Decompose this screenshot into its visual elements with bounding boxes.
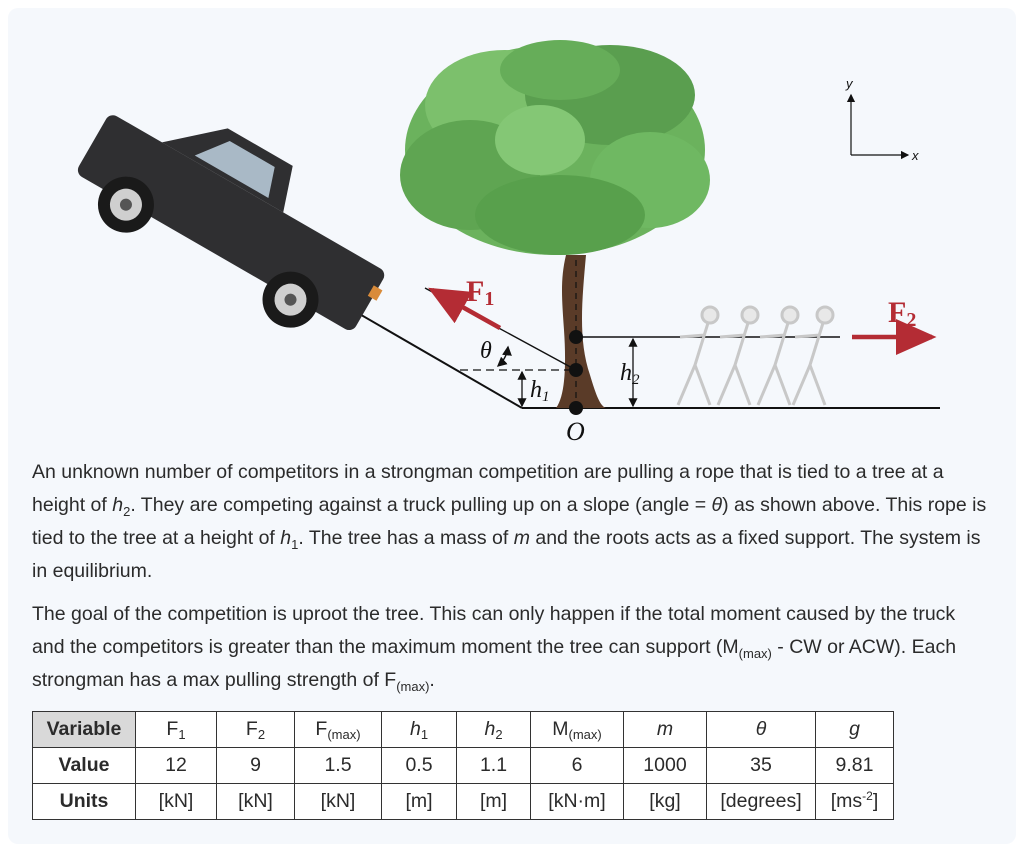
value-cell: 9.81 — [815, 747, 894, 784]
header-cell: h2 — [456, 711, 531, 748]
header-cell: F(max) — [294, 711, 382, 748]
row-label-value: Value — [32, 747, 136, 784]
row-label-units: Units — [32, 783, 136, 820]
value-cell: 0.5 — [381, 747, 457, 784]
header-cell: M(max) — [530, 711, 624, 748]
value-cell: 1.1 — [456, 747, 531, 784]
tree-foliage — [400, 40, 710, 255]
force1-label: F1 — [466, 275, 494, 310]
problem-paragraph-2: The goal of the competition is uproot th… — [32, 603, 957, 694]
tree-trunk — [556, 255, 606, 408]
table-header-row: Variable F1 F2 F(max) h1 h2 M(max) m θ g — [32, 711, 894, 748]
unit-cell: [kN·m] — [530, 783, 624, 820]
truck — [77, 115, 385, 331]
header-cell: h1 — [381, 711, 457, 748]
unit-cell: [kg] — [623, 783, 707, 820]
header-cell: θ — [706, 711, 816, 748]
competitors — [676, 305, 835, 406]
value-cell: 1.5 — [294, 747, 382, 784]
unit-cell: [m] — [381, 783, 457, 820]
variables-table: Variable F1 F2 F(max) h1 h2 M(max) m θ g… — [32, 711, 894, 820]
h2-label: h2 — [620, 360, 640, 388]
header-cell: g — [815, 711, 894, 748]
angle-label: θ — [480, 338, 492, 364]
table-value-row: Value 12 9 1.5 0.5 1.1 6 1000 35 9.81 — [32, 747, 894, 784]
force2-label: F2 — [888, 296, 916, 331]
angle-arc — [496, 345, 512, 367]
value-cell: 35 — [706, 747, 816, 784]
h1-label: h1 — [530, 377, 550, 405]
table-units-row: Units [kN] [kN] [kN] [m] [m] [kN·m] [kg]… — [32, 783, 894, 820]
value-cell: 6 — [530, 747, 624, 784]
header-cell: m — [623, 711, 707, 748]
unit-cell: [m] — [456, 783, 531, 820]
axis-y-label: y — [845, 76, 854, 91]
unit-cell: [kN] — [135, 783, 217, 820]
header-cell: F2 — [216, 711, 295, 748]
value-cell: 9 — [216, 747, 295, 784]
unit-cell: [degrees] — [706, 783, 816, 820]
problem-paragraph-1: An unknown number of competitors in a st… — [32, 461, 987, 582]
origin-label: O — [566, 417, 585, 446]
header-cell: F1 — [135, 711, 217, 748]
unit-cell: [kN] — [294, 783, 382, 820]
row-label-variable: Variable — [32, 711, 136, 748]
value-cell: 12 — [135, 747, 217, 784]
axis-x-label: x — [911, 148, 919, 163]
unit-cell: [kN] — [216, 783, 295, 820]
force1-arrow — [428, 287, 502, 330]
value-cell: 1000 — [623, 747, 707, 784]
unit-cell: [ms-2] — [815, 783, 894, 820]
diagram: F1 F2 θ h1 h2 O y x — [77, 40, 940, 446]
